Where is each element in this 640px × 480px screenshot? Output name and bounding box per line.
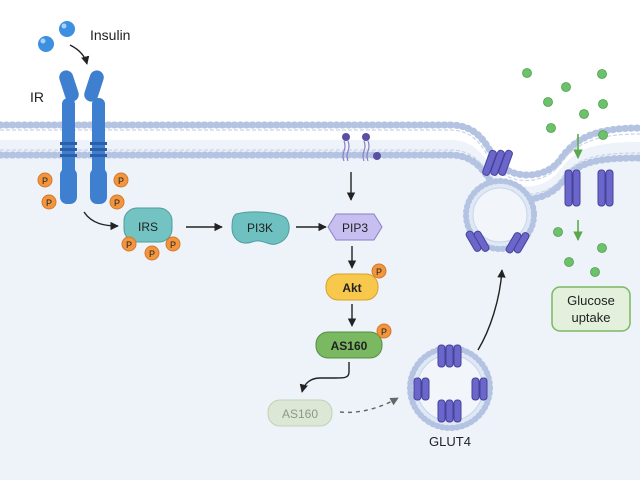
pip3-label: PIP3 [342,221,368,235]
glut4-label: GLUT4 [429,434,471,449]
glucose-uptake-line1: Glucose [567,293,615,308]
phosphate-label: P [118,176,124,186]
ir-label: IR [30,89,44,105]
storage-vesicle-icon [407,344,493,431]
phosphate-label: P [170,240,176,250]
insulin-icon [38,21,75,52]
glucose-uptake-box: Glucose uptake [551,286,631,332]
insulin-receptor-icon [59,70,107,204]
as160-inactive-node: AS160 [267,399,333,427]
phosphate-label: P [149,249,155,259]
phosphate-label: P [46,198,52,208]
pip3-node: PIP3 [327,213,383,241]
receptor-phosphate-group: P P P P [37,172,129,210]
akt-node: Akt P [325,263,387,301]
phosphate-label: P [381,327,387,337]
irs-label: IRS [138,220,158,234]
glucose-uptake-line2: uptake [571,310,610,325]
phosphate-label: P [376,267,382,277]
pip2-lipids [342,133,381,162]
as160-active-label: AS160 [331,339,368,353]
glucose-icon [522,68,608,277]
pi3k-label: PI3K [247,221,273,235]
phosphate-label: P [114,198,120,208]
as160-inactive-label: AS160 [282,407,318,421]
fusing-vesicle-icon [463,149,537,254]
akt-label: Akt [342,281,361,295]
glut4-transporter-icon [564,169,614,207]
irs-node: IRS P P P [121,207,181,261]
phosphate-label: P [126,240,132,250]
pi3k-node: PI3K [231,211,290,245]
insulin-label: Insulin [90,27,130,43]
phosphate-label: P [42,176,48,186]
as160-active-node: AS160 P [315,323,392,359]
